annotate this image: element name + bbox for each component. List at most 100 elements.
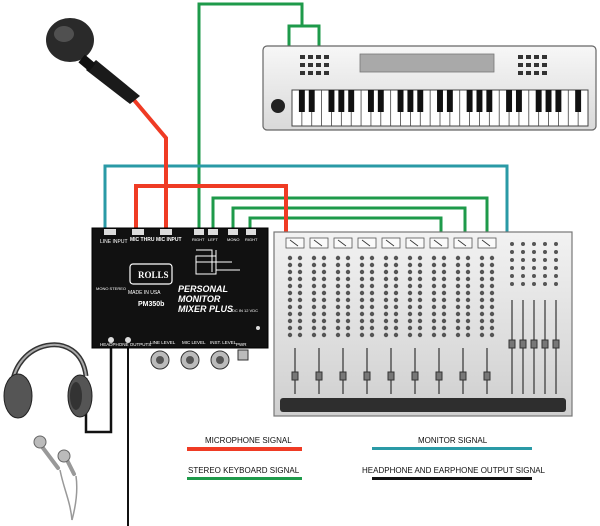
channel-knob[interactable] — [417, 255, 423, 261]
master-knob[interactable] — [532, 258, 536, 262]
channel-knob[interactable] — [311, 255, 317, 261]
channel-knob[interactable] — [479, 318, 485, 324]
channel-knob[interactable] — [311, 332, 317, 338]
channel-knob[interactable] — [479, 262, 485, 268]
channel-knob[interactable] — [431, 311, 437, 317]
channel-knob[interactable] — [489, 283, 495, 289]
channel-knob[interactable] — [465, 304, 471, 310]
channel-knob[interactable] — [321, 332, 327, 338]
channel-knob[interactable] — [345, 297, 351, 303]
channel-knob[interactable] — [441, 255, 447, 261]
channel-knob[interactable] — [431, 262, 437, 268]
channel-knob[interactable] — [369, 255, 375, 261]
channel-knob[interactable] — [311, 283, 317, 289]
channel-knob[interactable] — [345, 283, 351, 289]
channel-knob[interactable] — [417, 297, 423, 303]
channel-knob[interactable] — [465, 290, 471, 296]
channel-knob[interactable] — [345, 318, 351, 324]
channel-knob[interactable] — [297, 276, 303, 282]
channel-knob[interactable] — [345, 262, 351, 268]
channel-knob[interactable] — [431, 325, 437, 331]
channel-knob[interactable] — [287, 283, 293, 289]
channel-knob[interactable] — [321, 276, 327, 282]
channel-knob[interactable] — [455, 283, 461, 289]
channel-knob[interactable] — [369, 269, 375, 275]
channel-knob[interactable] — [455, 311, 461, 317]
channel-knob[interactable] — [321, 255, 327, 261]
channel-knob[interactable] — [297, 311, 303, 317]
channel-knob[interactable] — [311, 276, 317, 282]
fader-cap[interactable] — [411, 371, 419, 381]
master-knob[interactable] — [521, 250, 525, 254]
channel-knob[interactable] — [465, 269, 471, 275]
channel-knob[interactable] — [441, 262, 447, 268]
channel-knob[interactable] — [489, 255, 495, 261]
channel-knob[interactable] — [287, 255, 293, 261]
channel-knob[interactable] — [383, 325, 389, 331]
channel-knob[interactable] — [345, 255, 351, 261]
channel-knob[interactable] — [417, 269, 423, 275]
channel-knob[interactable] — [465, 255, 471, 261]
channel-knob[interactable] — [431, 318, 437, 324]
master-fader-cap[interactable] — [541, 339, 549, 349]
channel-knob[interactable] — [359, 325, 365, 331]
channel-knob[interactable] — [297, 304, 303, 310]
master-fader-cap[interactable] — [552, 339, 560, 349]
channel-knob[interactable] — [455, 255, 461, 261]
channel-knob[interactable] — [393, 297, 399, 303]
channel-knob[interactable] — [335, 290, 341, 296]
channel-knob[interactable] — [345, 325, 351, 331]
master-knob[interactable] — [510, 266, 514, 270]
channel-knob[interactable] — [383, 255, 389, 261]
channel-knob[interactable] — [287, 269, 293, 275]
channel-knob[interactable] — [287, 304, 293, 310]
channel-knob[interactable] — [465, 311, 471, 317]
master-fader-cap[interactable] — [519, 339, 527, 349]
channel-knob[interactable] — [489, 290, 495, 296]
channel-knob[interactable] — [417, 283, 423, 289]
channel-knob[interactable] — [407, 332, 413, 338]
master-knob[interactable] — [543, 266, 547, 270]
master-knob[interactable] — [510, 282, 514, 286]
channel-knob[interactable] — [287, 297, 293, 303]
channel-knob[interactable] — [407, 318, 413, 324]
fader-cap[interactable] — [459, 371, 467, 381]
master-knob[interactable] — [510, 242, 514, 246]
channel-knob[interactable] — [455, 297, 461, 303]
master-knob[interactable] — [532, 250, 536, 254]
channel-knob[interactable] — [287, 318, 293, 324]
channel-knob[interactable] — [345, 269, 351, 275]
channel-knob[interactable] — [407, 325, 413, 331]
channel-knob[interactable] — [383, 283, 389, 289]
master-fader-cap[interactable] — [530, 339, 538, 349]
channel-knob[interactable] — [297, 283, 303, 289]
channel-knob[interactable] — [407, 297, 413, 303]
channel-knob[interactable] — [441, 304, 447, 310]
channel-knob[interactable] — [489, 269, 495, 275]
channel-knob[interactable] — [287, 325, 293, 331]
channel-knob[interactable] — [383, 269, 389, 275]
master-knob[interactable] — [543, 282, 547, 286]
channel-knob[interactable] — [359, 283, 365, 289]
fader-cap[interactable] — [435, 371, 443, 381]
channel-knob[interactable] — [455, 325, 461, 331]
channel-knob[interactable] — [345, 290, 351, 296]
channel-knob[interactable] — [383, 276, 389, 282]
channel-knob[interactable] — [335, 304, 341, 310]
master-knob[interactable] — [521, 274, 525, 278]
channel-knob[interactable] — [479, 325, 485, 331]
channel-knob[interactable] — [489, 262, 495, 268]
channel-knob[interactable] — [359, 311, 365, 317]
fader-cap[interactable] — [291, 371, 299, 381]
power-switch[interactable] — [237, 349, 249, 361]
channel-knob[interactable] — [455, 262, 461, 268]
channel-knob[interactable] — [287, 262, 293, 268]
channel-knob[interactable] — [369, 304, 375, 310]
master-knob[interactable] — [532, 266, 536, 270]
channel-knob[interactable] — [479, 311, 485, 317]
channel-knob[interactable] — [407, 262, 413, 268]
channel-knob[interactable] — [407, 283, 413, 289]
channel-knob[interactable] — [441, 276, 447, 282]
channel-knob[interactable] — [311, 290, 317, 296]
fader-cap[interactable] — [483, 371, 491, 381]
